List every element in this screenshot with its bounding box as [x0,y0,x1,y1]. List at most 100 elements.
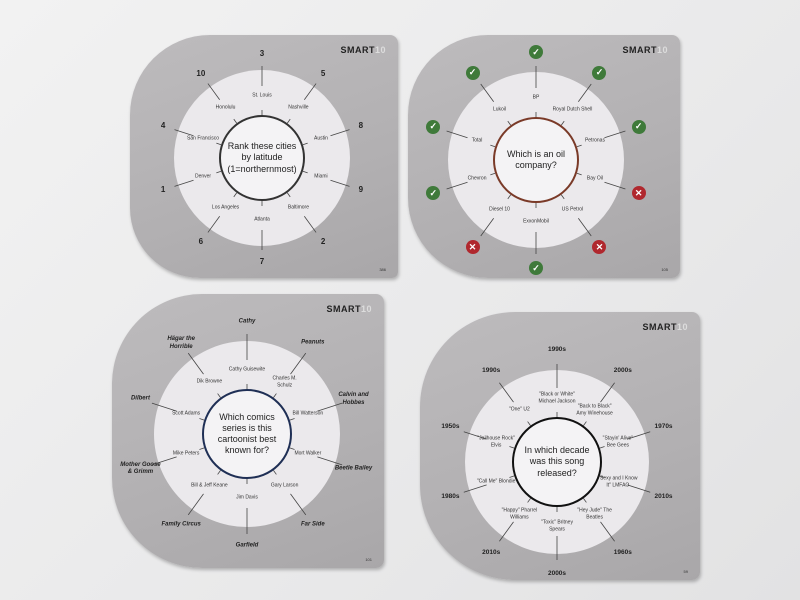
option-label: Nashville [288,104,309,111]
card-comics-cartoonist: SMART10 101 Which comics series is this ca… [112,294,384,568]
connector-lines [151,334,343,534]
option-label: Cathy Guisewite [228,366,266,373]
answer-label: Hägar the Horrible [167,336,195,350]
question-text: Which comics series is this cartoonist b… [217,411,277,456]
answer-label: Garfield [235,542,259,549]
cross-icon: ✕ [465,240,480,255]
option-label: ExxonMobil [523,218,549,225]
brand-ten: 10 [676,322,688,332]
answer-label: 9 [358,185,364,195]
answer-label: 2 [320,237,326,247]
check-icon: ✓ [592,65,607,80]
answer-label: 10 [196,69,206,79]
brand-ten: 10 [374,45,386,55]
answer-label: 1960s [613,548,632,556]
answer-label: 7 [259,257,265,267]
answer-label: 8 [358,121,364,131]
answer-label: Mother Goose & Grimm [120,461,161,475]
option-label: Los Angeles [211,204,240,211]
option-label: Bay Oil [586,175,604,182]
answer-label: 4 [160,121,166,131]
answer-label: Beetle Bailey [334,465,373,472]
answer-label: 1970s [654,423,673,431]
brand-smart: SMART [622,45,657,55]
connector-lines [174,66,350,250]
answer-label: Dilbert [130,395,150,402]
option-label: Bill Watterson [292,410,324,417]
option-label: Denver [194,173,212,180]
question-circle: In which decade was this song released? [512,417,602,507]
option-label: Dik Browne [196,378,223,385]
answer-label: 1980s [441,492,460,500]
check-icon: ✓ [426,186,441,201]
option-label: "Back to Black" Amy Winehouse [576,403,613,417]
answer-label: 5 [320,69,326,79]
brand-logo: SMART10 [642,322,688,332]
option-label: "Toxic" Britney Spears [541,519,573,532]
answer-label: 1990s [547,346,567,354]
option-label: "Sexy and I Know It" LMFAO [598,475,638,488]
option-label: Mike Peters [172,450,200,457]
card-number: 59 [683,569,688,574]
brand-ten: 10 [360,304,372,314]
option-label: Atlanta [254,216,270,223]
option-label: Petronas [584,137,605,144]
option-label: "Jailhouse Rock" Elvis [477,435,515,449]
option-label: Bill & Jeff Keane [191,482,228,489]
option-label: Chevron [467,175,487,182]
check-icon: ✓ [529,45,543,59]
question-text: Rank these cities by latitude (1=norther… [227,141,297,174]
option-label: Diesel 10 [489,206,510,213]
check-icon: ✓ [426,119,441,134]
answer-label: Family Circus [161,521,201,528]
card-song-decade: SMART10 59 In which decade was this song r… [420,312,700,580]
option-label: Lukoil [493,106,507,113]
option-label: "Hey Jude" The Beatles [577,507,612,520]
brand-logo: SMART10 [340,45,386,55]
question-text: In which decade was this song released? [524,445,590,478]
option-label: Honolulu [215,104,236,111]
option-label: Miami [314,173,328,180]
answer-label: 6 [198,237,204,247]
option-label: "Call Me" Blondie [476,478,516,485]
option-label: US Petrol [561,206,584,213]
card-number: 101 [365,557,372,562]
answer-label: Far Side [300,521,325,528]
brand-logo: SMART10 [326,304,372,314]
option-label: Austin [314,135,328,142]
option-label: Baltimore [287,204,309,211]
answer-label: 2000s [547,570,567,578]
option-label: Total [471,137,483,144]
brand-smart: SMART [340,45,375,55]
option-label: San Francisco [187,135,220,142]
answer-label: 2010s [654,492,673,500]
check-icon: ✓ [465,65,480,80]
answer-label: Cathy [238,318,256,325]
cross-icon: ✕ [592,240,607,255]
answer-label: 1950s [441,423,460,431]
answer-label: Calvin and Hobbes [338,392,369,406]
answer-label: Peanuts [301,339,325,346]
option-label: Gary Larson [270,482,299,489]
answer-label: 2010s [482,548,501,556]
option-label: BP [532,94,540,101]
cross-icon: ✕ [631,186,646,201]
brand-smart: SMART [642,322,677,332]
brand-smart: SMART [326,304,361,314]
option-label: Scott Adams [172,410,201,417]
option-label: Jim Davis [236,494,258,501]
answer-label: 2000s [613,367,632,375]
connector-lines [446,66,626,254]
answer-label: 1990s [482,367,501,375]
card-number: 386 [379,267,386,272]
answer-label: 1 [160,185,166,195]
question-circle: Which is an oil company? [493,117,579,203]
option-label: St. Louis [252,92,272,99]
option-label: "Black or White" Michael Jackson [538,391,576,404]
option-label: "One" U2 [508,406,530,413]
option-label: Royal Dutch Shell [552,106,593,113]
question-circle: Which comics series is this cartoonist b… [202,389,292,479]
connector-lines [463,364,651,560]
